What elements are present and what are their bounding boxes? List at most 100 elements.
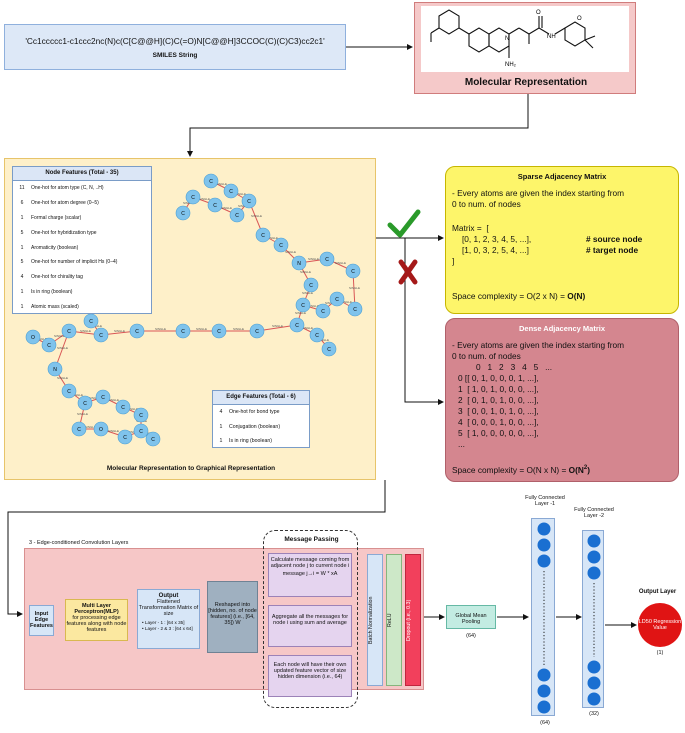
edge-features-title: Edge Features (Total - 6) <box>213 391 309 405</box>
graph-bond-label: SINGLE <box>302 326 313 330</box>
edge-feature-desc: One-hot for bond type <box>229 409 280 416</box>
graph-atom-node <box>255 227 271 243</box>
smiles-label: SMILES String <box>152 52 198 59</box>
graph-atom-node <box>41 337 57 353</box>
graph-atom-node <box>133 407 149 423</box>
node-feature-desc: Aromaticity (boolean) <box>31 244 79 251</box>
sparse-title: Sparse Adjacency Matrix <box>517 172 607 181</box>
node-feature-desc: One-hot for atom degree (0–5) <box>31 200 99 207</box>
graph-bond-label: SINGLE <box>308 304 319 308</box>
dense-matrix-row: 3 [ 0, 0, 1, 0, 1, 0, ...], <box>458 406 539 416</box>
sparse-row1: [0, 1, 2, 3, 4, 5, ...], <box>462 234 532 244</box>
graph-bond-label: SINGLE <box>235 192 246 196</box>
graph-atom-label: C <box>217 329 221 335</box>
graph-atom-node <box>315 303 331 319</box>
sparse-row1-comment: # source node <box>586 234 643 244</box>
global-mean-pooling: Global Mean Pooling <box>446 605 496 629</box>
output-matrix-box: Output Flattened Transformation Matrix o… <box>137 589 200 649</box>
dense-matrix-row: 4 [ 0, 0, 0, 1, 0, 0, ...], <box>458 417 539 427</box>
graph-atom-label: C <box>229 189 233 195</box>
output-bullet-2-text: Layer - 2 & 3 : [64 x 64] <box>144 626 193 631</box>
node-feature-desc: Formal charge (scalar) <box>31 214 82 221</box>
node-feature-count: 5 <box>20 259 24 266</box>
mp-step-aggregate: Aggregate all the messages for node i us… <box>268 605 352 647</box>
dense-line1: - Every atoms are given the index starti… <box>452 340 625 350</box>
graph-bond-label: SINGLE <box>325 301 336 305</box>
graph-atom-node <box>249 323 265 339</box>
graph-atom-label: C <box>351 269 355 275</box>
graph-atom-label: N <box>297 261 301 267</box>
graph-bond-label: SINGLE <box>57 346 68 350</box>
graph-atom-label: C <box>139 413 143 419</box>
graph-atom-node <box>133 423 149 439</box>
graph-bond-label: SINGLE <box>127 407 138 411</box>
neuron <box>587 550 601 564</box>
sparse-complexity-prefix: Space complexity = O(2 x N) = <box>452 291 568 301</box>
graph-bond-label: SINGLE <box>221 206 232 210</box>
graph-atom-node <box>145 431 161 447</box>
node-feature-count: 5 <box>20 229 24 236</box>
neuron <box>537 522 551 536</box>
dense-complexity: Space complexity = O(N x N) = O(N2) <box>452 465 590 475</box>
dense-line2: 0 to num. of nodes <box>452 351 521 361</box>
node-feature-desc: Is in ring (boolean) <box>31 288 73 295</box>
node-feature-row: 5 One-hot for hybridization type <box>13 225 151 240</box>
graph-atom-label: C <box>67 389 71 395</box>
graph-atom-label: C <box>139 429 143 435</box>
graph-atom-node <box>295 297 311 313</box>
node-feature-desc: One-hot for hybridization type <box>31 229 97 236</box>
graph-bond-label: SINGLE <box>36 337 47 341</box>
graph-atom-node <box>321 341 337 357</box>
edge-feature-count: 1 <box>219 438 223 445</box>
graph-bond-label: SINGLE <box>335 261 346 265</box>
graph-atom-node <box>175 323 191 339</box>
graph-bond-label: SINGLE <box>77 412 88 416</box>
graph-atom-label: C <box>247 199 251 205</box>
mlp-title: Multi Layer Perceptron(MLP) <box>74 603 119 615</box>
neuron <box>587 534 601 548</box>
neuron <box>587 660 601 674</box>
graph-atom-label: C <box>335 297 339 303</box>
dense-adjacency-box: Dense Adjacency Matrix - Every atoms are… <box>445 318 679 482</box>
graph-bond-label: SINGLE <box>155 327 166 331</box>
graph-bond-label: SINGLE <box>216 182 227 186</box>
graph-bond-label: SINGLE <box>272 324 283 328</box>
fc2-column <box>582 530 604 708</box>
dense-complexity-prefix: Space complexity = O(N x N) = <box>452 465 569 475</box>
sparse-line1: - Every atoms are given the index starti… <box>452 188 625 198</box>
message-passing-title: Message Passing <box>284 536 339 543</box>
graph-atom-label: C <box>123 435 127 441</box>
message-passing-box: Message Passing Calculate message coming… <box>263 530 358 708</box>
mlp-desc: for processing edge features along with … <box>66 615 127 633</box>
node-feature-desc: Atomic mass (scaled) <box>31 303 79 310</box>
graph-bond-label: SINGLE <box>114 329 125 333</box>
output-bullet-1-text: Layer - 1 : [64 x 35] <box>144 620 185 625</box>
reshape-box: Reshaped into [hidden, no. of node featu… <box>207 581 258 653</box>
graph-atom-node <box>25 329 41 345</box>
mp-step1-formula: message j→i = W * xA <box>282 571 338 577</box>
graph-atom-label: C <box>47 343 51 349</box>
graph-bond-label: SINGLE <box>251 214 262 218</box>
graph-atom-node <box>83 313 99 329</box>
node-feature-count: 4 <box>20 274 24 281</box>
sparse-close: ] <box>452 256 455 266</box>
graph-atom-node <box>223 183 239 199</box>
node-feature-count: 1 <box>20 288 24 295</box>
dense-matrix-row: 5 [ 1, 0, 0, 0, 0, 0, ...], <box>458 428 539 438</box>
graph-atom-label: C <box>89 319 93 325</box>
node-feature-count: 6 <box>20 200 24 207</box>
mp-step1-text: Calculate message coming from adjacent n… <box>270 557 350 569</box>
graph-atom-label: C <box>327 347 331 353</box>
graph-atom-node <box>95 389 111 405</box>
graph-bond-label: SINGLE <box>108 398 119 402</box>
graph-atom-node <box>203 173 219 189</box>
neuron <box>537 538 551 552</box>
neuron <box>537 700 551 714</box>
mp-step-update: Each node will have their own updated fe… <box>268 655 352 697</box>
dense-title: Dense Adjacency Matrix <box>518 324 605 333</box>
